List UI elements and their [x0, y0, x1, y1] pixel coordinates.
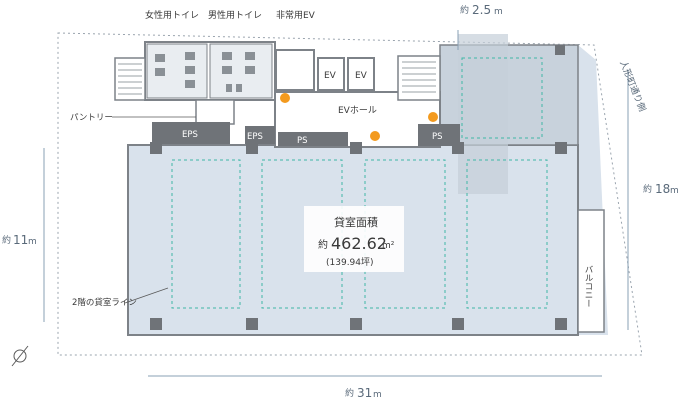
pantry-room [195, 99, 235, 125]
label-eps-mid: EPS [247, 132, 263, 142]
ceiling-grid [171, 57, 548, 309]
dim-right-prefix: 約 [643, 183, 652, 195]
light-well [458, 34, 508, 194]
dim-right-value: 18 [655, 182, 670, 196]
dim-left-prefix: 約 [2, 234, 11, 246]
label-ps-right: PS [432, 132, 443, 142]
ps-right-box [418, 124, 460, 146]
label-ev1: EV [324, 71, 337, 81]
dim-top-unit: m [494, 7, 503, 17]
dim-left-unit: m [28, 237, 37, 247]
ps-mid-box [278, 132, 348, 146]
elevator-2 [347, 57, 375, 91]
columns [150, 45, 567, 330]
stair-right [397, 55, 441, 101]
dim-bottom-prefix: 約 [345, 387, 354, 399]
area-value: 462.62 [331, 234, 387, 253]
sprinkler-markers [280, 93, 438, 141]
label-ev-hall: EVホール [338, 105, 377, 116]
street-label: 人形町通り側 [617, 59, 648, 114]
elevator-emergency [275, 49, 315, 91]
label-pantry: パントリー [70, 113, 113, 123]
label-balcony: バルコニー [583, 265, 593, 308]
area-panel [304, 206, 404, 272]
stair-left [114, 57, 146, 101]
balcony-area [577, 209, 605, 333]
label-male-toilet: 男性用トイレ [208, 9, 262, 21]
label-eps-left: EPS [182, 130, 198, 140]
eps-left-box [152, 122, 230, 144]
north-icon [11, 345, 29, 367]
stair-left-treads [118, 63, 142, 95]
male-toilet-fixtures [222, 52, 255, 92]
eps-mid-box [245, 126, 275, 144]
area-prefix: 約 [318, 238, 328, 251]
dim-left-value: 11 [13, 233, 28, 247]
site-boundary [57, 32, 643, 356]
label-rental-line-2f: 2階の貸室ライン [72, 297, 137, 308]
label-female-toilet: 女性用トイレ [145, 9, 199, 21]
area-unit: m² [382, 241, 395, 251]
label-emergency-ev: 非常用EV [276, 9, 316, 21]
stair-right-treads [402, 61, 436, 93]
dim-right-unit: m [670, 186, 679, 196]
dim-top-prefix: 約 [460, 4, 469, 16]
area-title: 貸室面積 [334, 215, 378, 229]
label-ev2: EV [355, 71, 368, 81]
female-toilet-fixtures [155, 52, 195, 88]
area-tsubo: (139.94坪) [326, 257, 374, 268]
dim-bottom-value: 31 [357, 386, 372, 400]
elevator-1 [317, 57, 345, 91]
label-ps-mid: PS [297, 136, 308, 146]
dim-top-value: 2.5 [472, 3, 491, 17]
rental-line-leader [124, 287, 169, 304]
dim-bottom-unit: m [373, 390, 382, 400]
